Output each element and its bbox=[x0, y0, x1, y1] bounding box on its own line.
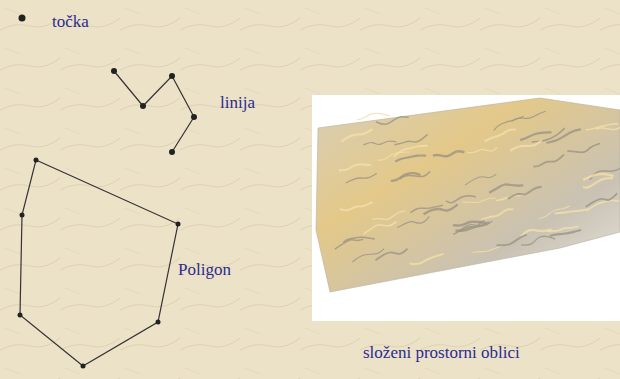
line-symbol bbox=[111, 68, 197, 155]
point-symbol bbox=[19, 15, 26, 22]
label-text: složeni prostorni oblici bbox=[363, 343, 520, 363]
terrain-panel bbox=[312, 95, 620, 321]
polygon-symbol bbox=[18, 158, 181, 369]
terrain-ridges bbox=[335, 111, 620, 264]
label-text: točka bbox=[52, 12, 89, 32]
label-text: linija bbox=[220, 93, 255, 113]
label-text: Poligon bbox=[178, 260, 231, 280]
terrain-model bbox=[316, 98, 620, 292]
